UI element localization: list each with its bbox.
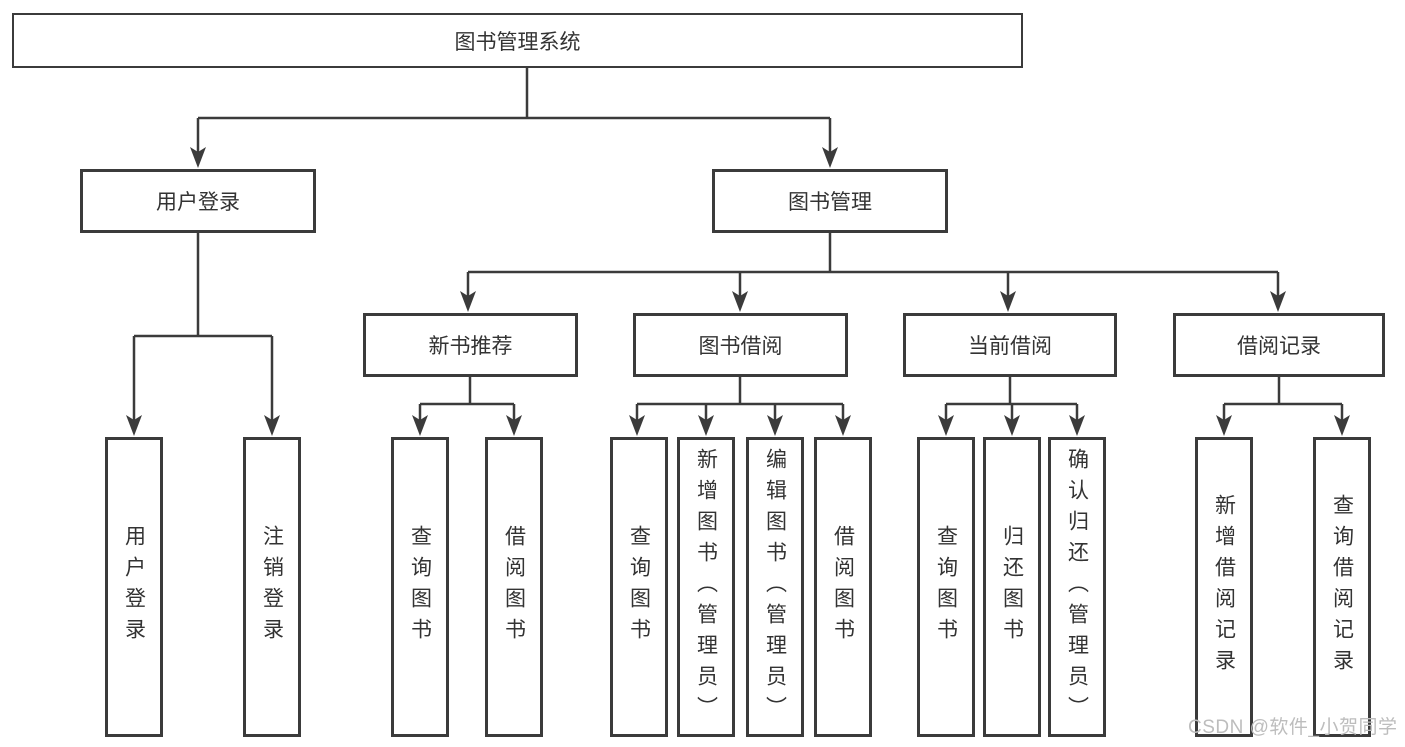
leaf-user-login: 用户登录 <box>105 437 163 737</box>
node-user-login: 用户登录 <box>80 169 316 233</box>
node-book-borrow: 图书借阅 <box>633 313 848 377</box>
node-label: 新增借阅记录 <box>1212 494 1236 680</box>
node-label: 归还图书 <box>1000 525 1024 649</box>
leaf-query-books-recommend: 查询图书 <box>391 437 449 737</box>
node-label: 新书推荐 <box>428 335 513 358</box>
node-label: 借阅图书 <box>831 525 855 649</box>
node-label: 查询图书 <box>408 525 432 649</box>
leaf-borrow-books: 借阅图书 <box>814 437 872 737</box>
leaf-query-books-borrow: 查询图书 <box>610 437 668 737</box>
node-label: 当前借阅 <box>968 335 1052 358</box>
node-book-management: 图书管理 <box>712 169 948 233</box>
leaf-return-book: 归还图书 <box>983 437 1041 737</box>
node-label: 图书借阅 <box>698 335 783 358</box>
node-label: 查询图书 <box>627 525 651 649</box>
leaf-confirm-return-admin: 确认归还（管理员） <box>1048 437 1106 737</box>
leaf-add-book-admin: 新增图书（管理员） <box>677 437 735 737</box>
node-label: 注销登录 <box>260 525 284 649</box>
leaf-add-borrow-record: 新增借阅记录 <box>1195 437 1253 737</box>
node-label: 用户登录 <box>156 191 240 214</box>
node-label: 新增图书（管理员） <box>694 447 718 727</box>
node-root: 图书管理系统 <box>12 13 1023 68</box>
node-new-book-recommend: 新书推荐 <box>363 313 578 377</box>
node-label: 图书管理 <box>788 191 872 214</box>
node-borrow-records: 借阅记录 <box>1173 313 1385 377</box>
leaf-edit-book-admin: 编辑图书（管理员） <box>746 437 804 737</box>
node-current-borrow: 当前借阅 <box>903 313 1117 377</box>
node-label: 查询借阅记录 <box>1330 494 1354 680</box>
leaf-borrow-books-recommend: 借阅图书 <box>485 437 543 737</box>
node-label: 编辑图书（管理员） <box>763 447 787 727</box>
node-label: 查询图书 <box>934 525 958 649</box>
leaf-logout: 注销登录 <box>243 437 301 737</box>
node-label: 确认归还（管理员） <box>1065 447 1089 727</box>
node-label: 用户登录 <box>122 525 146 649</box>
node-label: 图书管理系统 <box>454 30 581 54</box>
node-label: 借阅记录 <box>1237 335 1321 358</box>
leaf-query-borrow-record: 查询借阅记录 <box>1313 437 1371 737</box>
watermark: CSDN @软件_小贺同学 <box>1188 717 1398 738</box>
node-label: 借阅图书 <box>502 525 526 649</box>
leaf-query-books-current: 查询图书 <box>917 437 975 737</box>
